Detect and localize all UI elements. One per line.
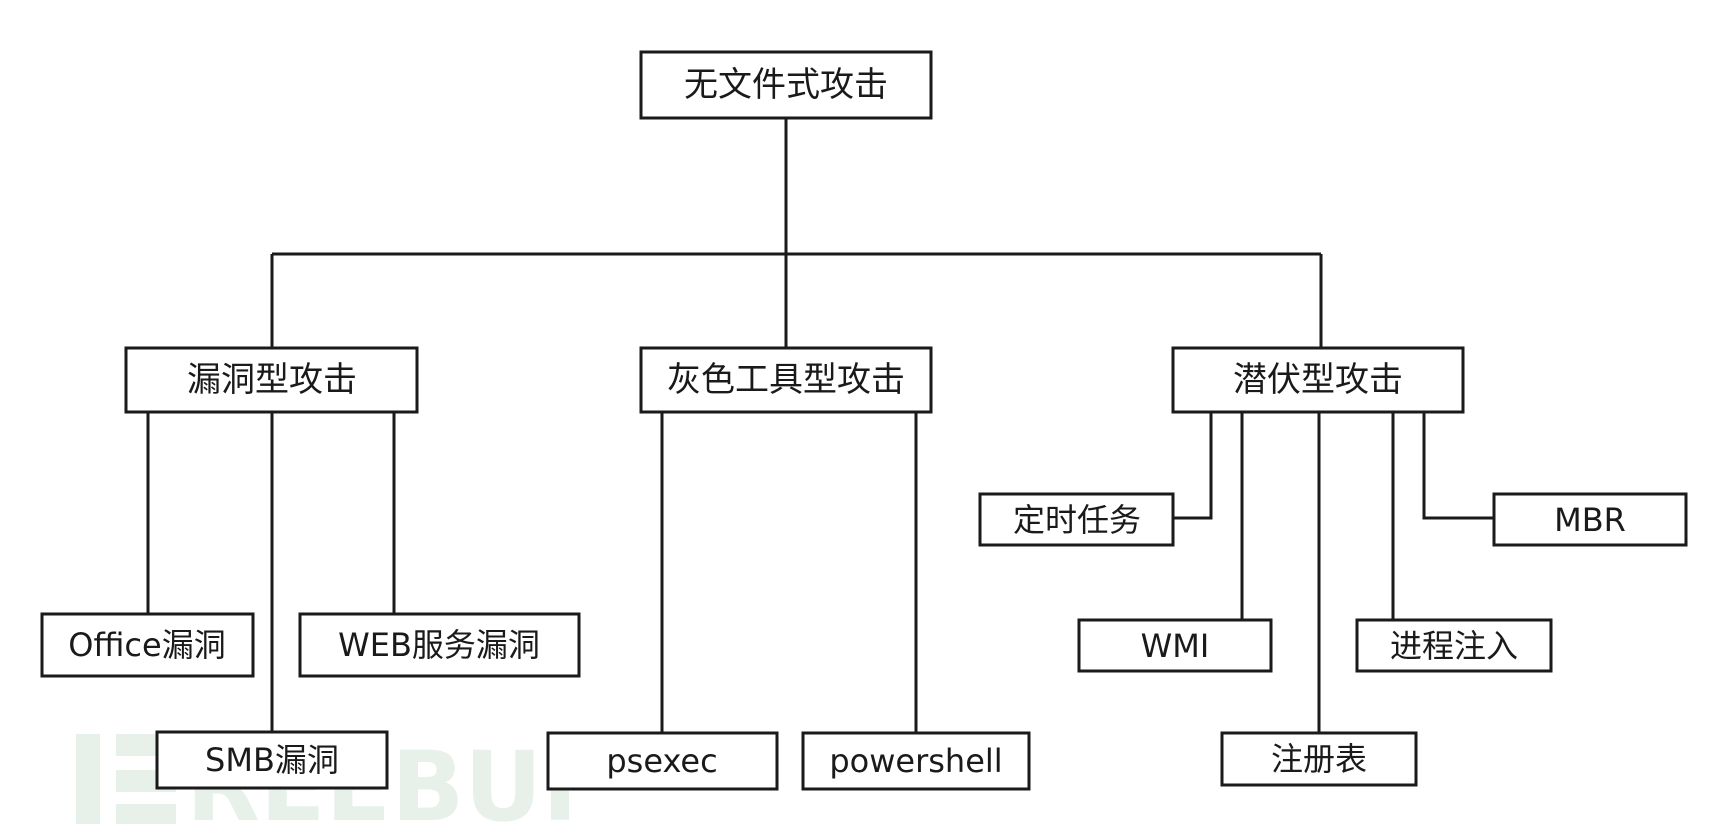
category-node-3-label: 潜伏型攻击 bbox=[1233, 360, 1403, 400]
connector-mbr bbox=[1422, 412, 1494, 520]
leaf-node-smb-vuln-label: SMB漏洞 bbox=[205, 741, 339, 779]
watermark-logo-bar-bottom bbox=[116, 804, 176, 824]
leaf-node-office-vuln: Office漏洞 bbox=[40, 612, 255, 678]
leaf-node-powershell-label: powershell bbox=[829, 742, 1002, 780]
connector-scheduled-task bbox=[1173, 412, 1213, 520]
leaf-node-web-vuln: WEB服务漏洞 bbox=[298, 612, 581, 678]
category-node-3: 潜伏型攻击 bbox=[1171, 346, 1465, 414]
watermark-logo-bar-left bbox=[76, 734, 100, 824]
leaf-node-psexec: psexec bbox=[546, 731, 779, 791]
category-node-1-label: 漏洞型攻击 bbox=[187, 360, 357, 400]
leaf-node-smb-vuln: SMB漏洞 bbox=[155, 730, 389, 790]
leaf-node-process-injection: 进程注入 bbox=[1355, 618, 1553, 673]
connectors bbox=[146, 118, 1494, 733]
leaf-node-web-vuln-label: WEB服务漏洞 bbox=[338, 626, 540, 664]
category-node-1: 漏洞型攻击 bbox=[124, 346, 419, 414]
leaf-node-wmi: WMI bbox=[1077, 618, 1273, 673]
leaf-node-registry-label: 注册表 bbox=[1271, 740, 1367, 778]
leaf-node-process-injection-label: 进程注入 bbox=[1390, 627, 1518, 665]
leaf-node-wmi-label: WMI bbox=[1141, 627, 1210, 665]
leaf-node-mbr-label: MBR bbox=[1554, 501, 1626, 539]
leaf-node-scheduled-task-label: 定时任务 bbox=[1013, 501, 1141, 539]
nodes: 无文件式攻击 漏洞型攻击 灰色工具型攻击 潜伏型攻击 Office漏洞 SMB漏… bbox=[40, 50, 1688, 791]
category-node-2-label: 灰色工具型攻击 bbox=[667, 360, 905, 400]
leaf-node-psexec-label: psexec bbox=[606, 742, 717, 780]
leaf-node-mbr: MBR bbox=[1492, 492, 1688, 547]
leaf-node-office-vuln-label: Office漏洞 bbox=[68, 626, 225, 664]
root-node-label: 无文件式攻击 bbox=[684, 65, 888, 105]
category-node-2: 灰色工具型攻击 bbox=[639, 346, 933, 414]
leaf-node-registry: 注册表 bbox=[1220, 731, 1418, 787]
root-node: 无文件式攻击 bbox=[639, 50, 933, 120]
leaf-node-scheduled-task: 定时任务 bbox=[978, 492, 1175, 547]
leaf-node-powershell: powershell bbox=[801, 731, 1031, 791]
